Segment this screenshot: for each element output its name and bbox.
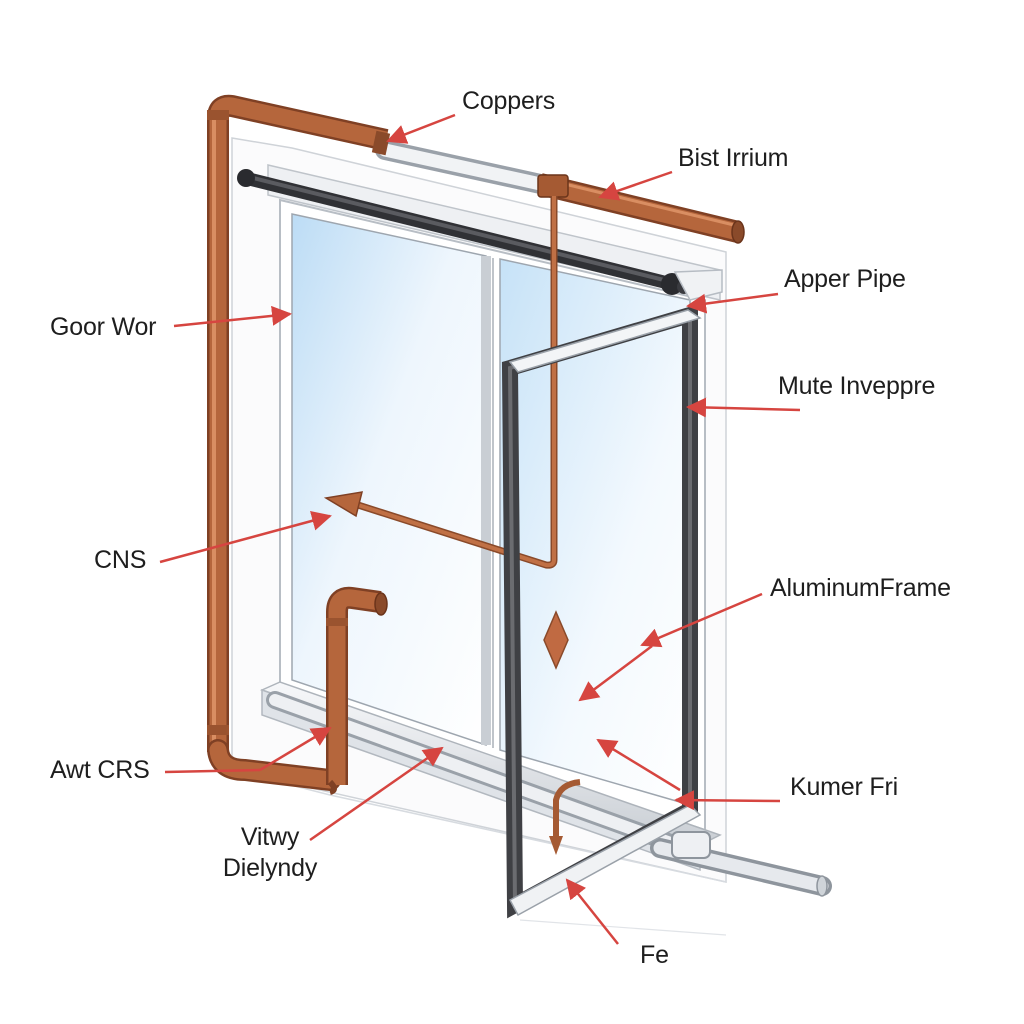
leader-coppers — [386, 113, 456, 144]
leader-aluminum-frame-1 — [640, 592, 763, 648]
label-coppers: Coppers — [462, 87, 556, 115]
leader-kumer-fri — [674, 790, 781, 811]
small-copper-parts — [543, 610, 581, 855]
label-bist-irrium: Bist Irrium — [678, 144, 789, 172]
label-vitwy-line2: Dielyndy — [222, 854, 318, 882]
dark-top-rod — [237, 169, 723, 301]
label-mute-inveppre: Mute Inveppre — [778, 372, 936, 400]
label-aluminum-frame: AluminumFrame — [770, 574, 951, 602]
leader-aluminum-frame-2 — [578, 645, 653, 702]
label-goor-wor: Goor Wor — [50, 313, 157, 341]
copper-pipe-u-bend — [326, 586, 388, 795]
glass-pane-left — [291, 213, 487, 747]
leader-vitwy — [309, 746, 444, 842]
label-awt-crs: Awt CRS — [50, 756, 150, 784]
label-vitwy-line1: Vitwy — [240, 823, 300, 851]
copper-pipe-right-top — [323, 173, 745, 569]
label-vitwy-dielyndy: Vitwy Dielyndy — [205, 822, 335, 884]
label-apper-pipe: Apper Pipe — [784, 265, 906, 293]
leader-mute-inveppre — [686, 397, 801, 418]
leader-bist-irrium — [598, 170, 673, 201]
leader-goor-wor — [173, 305, 292, 328]
label-cns: CNS — [94, 546, 147, 574]
leader-awt-crs-b — [259, 726, 332, 772]
leader-arrows — [159, 113, 801, 945]
grey-top-pipe — [375, 140, 555, 195]
label-kumer-fri: Kumer Fri — [790, 773, 898, 801]
leader-cns — [159, 511, 332, 564]
copper-pipe-main — [207, 94, 391, 791]
leader-kumer-fri-b — [596, 738, 681, 792]
label-fe: Fe — [640, 941, 669, 969]
leader-apper-pipe — [686, 292, 779, 314]
leader-awt-crs — [164, 768, 261, 774]
leader-fe — [565, 878, 619, 945]
